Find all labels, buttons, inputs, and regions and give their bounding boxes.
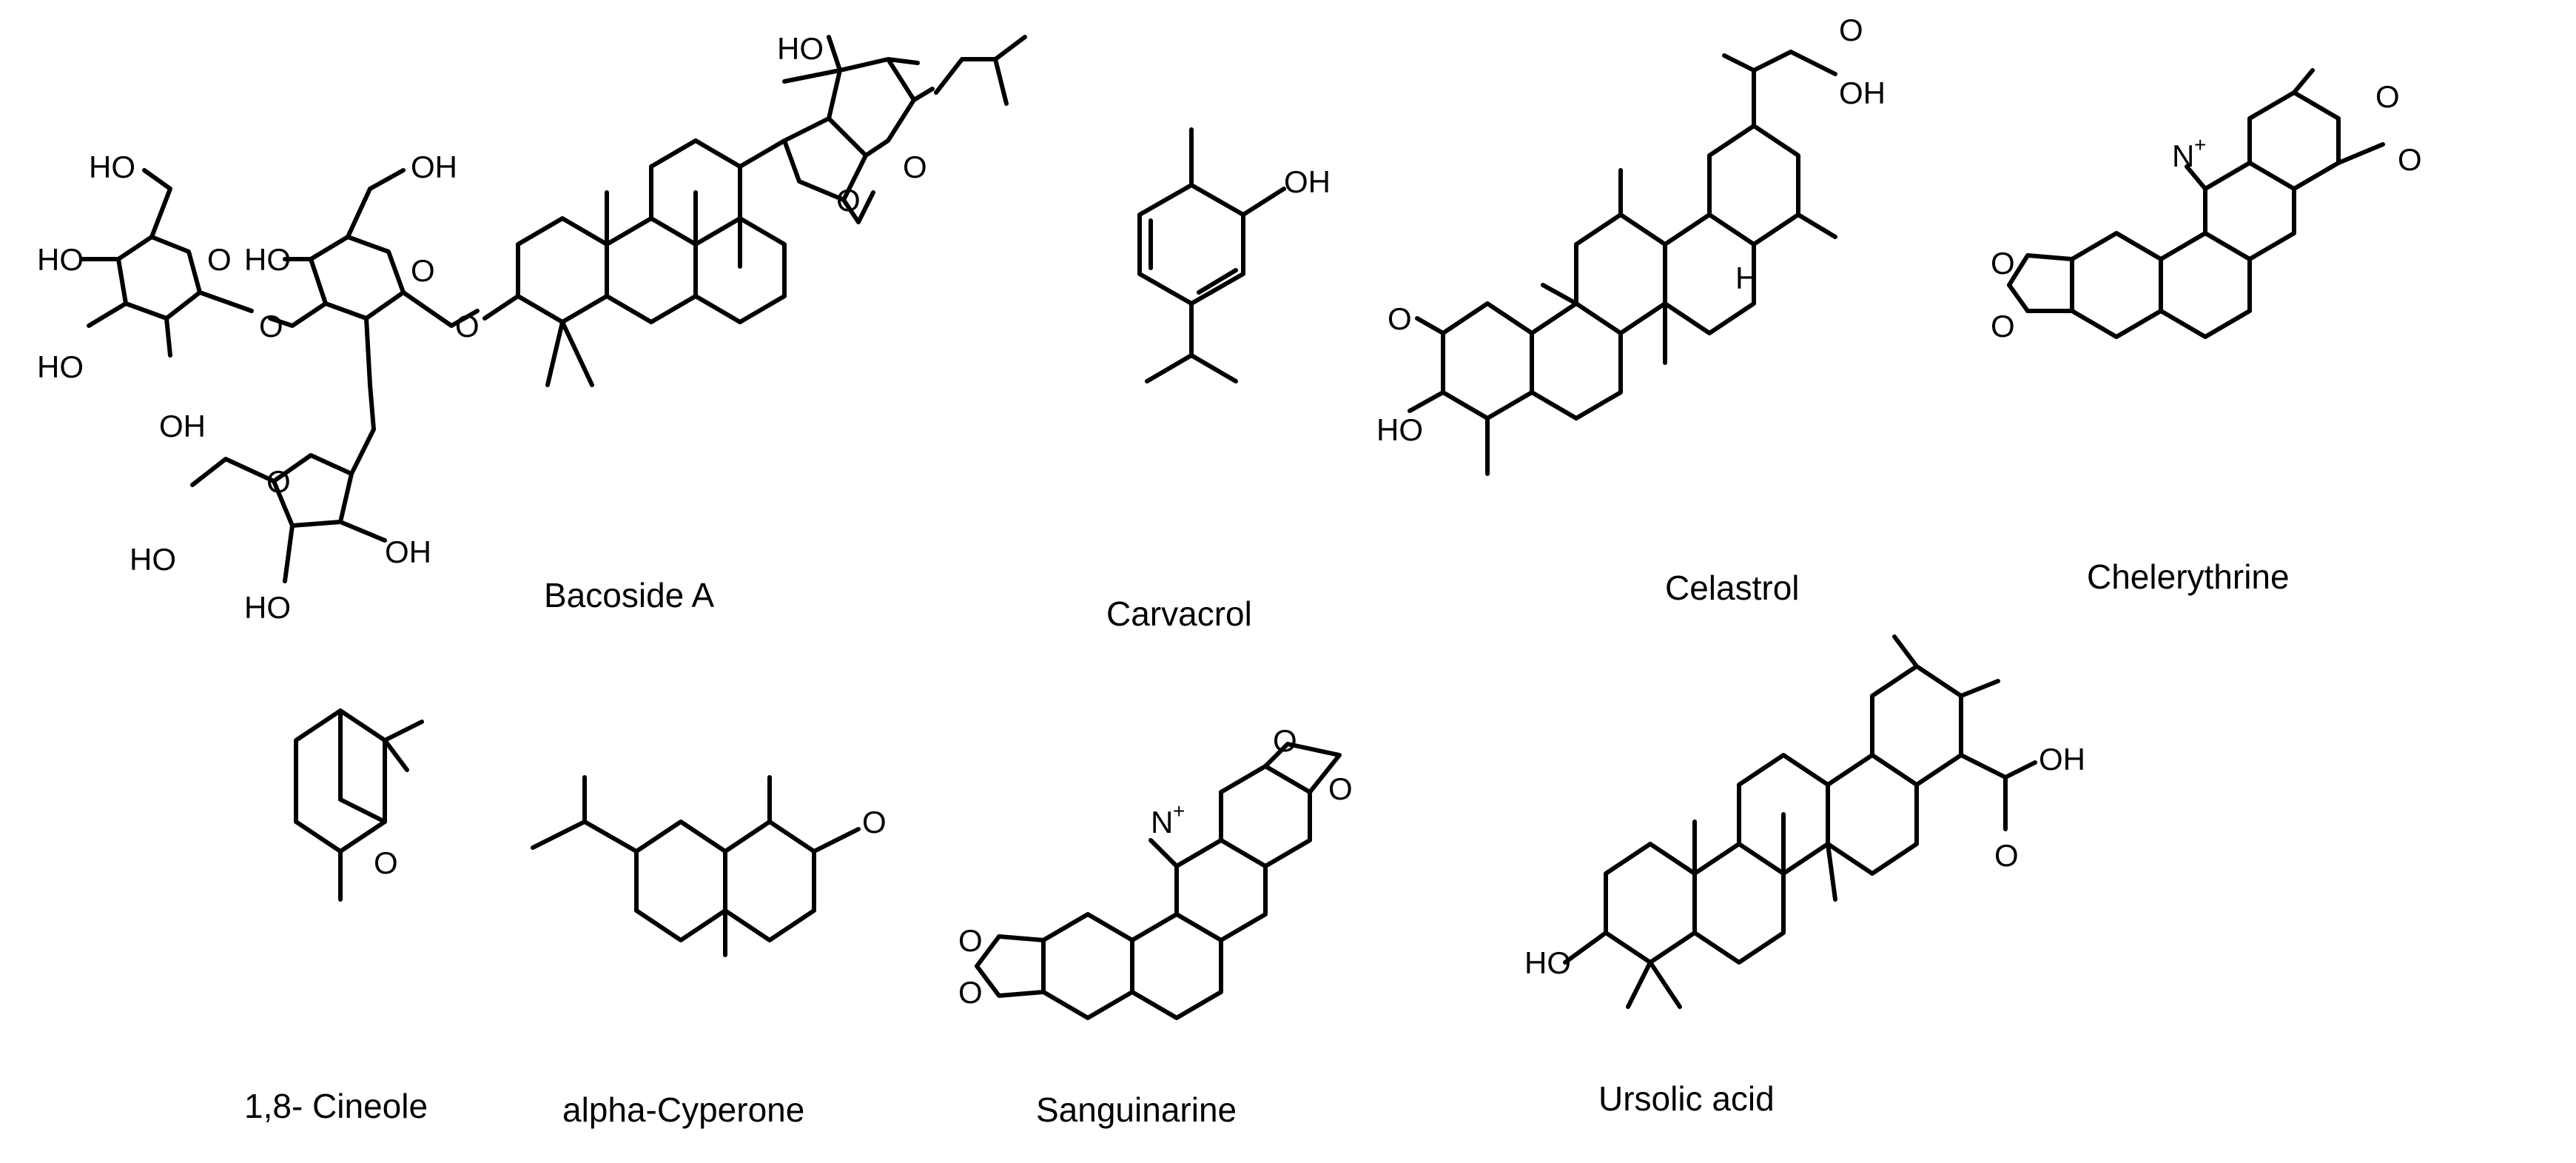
atom-label-hydroxyl: HO <box>37 349 84 384</box>
atom-label-hydroxyl: HO <box>777 31 824 66</box>
atom-label-hydroxyl: HO <box>130 542 176 577</box>
structure-ursolic-acid: HO OH O Ursolic acid <box>1524 634 2085 1118</box>
atom-label-oxygen: O <box>1839 13 1863 47</box>
atom-label-hydroxyl: HO <box>244 590 291 625</box>
atom-label-hydroxyl: HO <box>1376 412 1423 447</box>
atom-label-oxygen: O <box>455 309 480 343</box>
atom-label-hydroxyl: OH <box>1284 164 1331 199</box>
compound-name-celastrol: Celastrol <box>1665 569 1800 607</box>
atom-label-charge: + <box>1173 800 1185 822</box>
atom-label-oxygen: O <box>1991 246 2015 281</box>
atom-label-oxygen: O <box>958 923 983 958</box>
structure-cineole: O 1,8- Cineole <box>244 708 428 1125</box>
structure-alpha-cyperone: O alpha-Cyperone <box>531 775 887 1129</box>
atom-label-oxygen: O <box>1388 301 1412 336</box>
atom-label-hydroxyl: OH <box>2039 742 2085 777</box>
structure-chelerythrine: N + O O O O Chelerythrine <box>1991 68 2422 596</box>
atom-label-oxygen: O <box>2375 79 2400 114</box>
atom-label-oxygen: O <box>1273 723 1297 758</box>
atom-label-oxygen: O <box>2398 142 2422 177</box>
atom-label-hydroxyl: HO <box>1524 945 1571 980</box>
structure-carvacrol: OH Carvacrol <box>1106 127 1331 633</box>
atom-label-oxygen: O <box>862 805 887 839</box>
atom-label-nitrogen: N <box>1151 805 1173 839</box>
atom-label-hydroxyl: OH <box>1839 76 1886 110</box>
atom-label-oxygen: O <box>958 975 983 1010</box>
atom-label-hydroxyl: OH <box>385 534 431 569</box>
atom-label-oxygen: O <box>1328 771 1353 806</box>
atom-label-oxygen: O <box>1994 838 2019 873</box>
compound-name-chelerythrine: Chelerythrine <box>2087 557 2290 596</box>
compound-name-alpha-cyperone: alpha-Cyperone <box>562 1090 804 1129</box>
atom-label-oxygen: O <box>411 253 435 288</box>
compound-name-carvacrol: Carvacrol <box>1106 594 1252 633</box>
structure-bacoside-a: HO O O O O O O O HO HO HO OH OH HO HO HO… <box>37 31 1027 625</box>
atom-label-oxygen: O <box>836 183 861 218</box>
atom-label-oxygen: O <box>266 464 291 499</box>
atom-label-hydroxyl: OH <box>411 150 457 184</box>
structure-sanguinarine: N + O O O O Sanguinarine <box>958 723 1353 1129</box>
compound-name-sanguinarine: Sanguinarine <box>1036 1090 1237 1129</box>
compound-name-cineole: 1,8- Cineole <box>244 1087 428 1125</box>
atom-label-charge: + <box>2194 133 2206 156</box>
atom-label-hydroxyl: HO <box>89 150 135 184</box>
atom-label-hydroxyl: HO <box>244 242 291 277</box>
atom-label-oxygen: O <box>259 309 283 343</box>
atom-label-hydroxyl: HO <box>37 242 84 277</box>
atom-label-nitrogen: N <box>2172 138 2194 173</box>
atom-label-oxygen: O <box>207 242 232 277</box>
structure-celastrol: O HO O OH H Celastrol <box>1376 13 1886 607</box>
atom-label-hydrogen: H <box>1735 261 1758 295</box>
compound-name-bacoside-a: Bacoside A <box>544 576 714 614</box>
atom-label-oxygen: O <box>374 845 398 880</box>
compound-name-ursolic-acid: Ursolic acid <box>1598 1079 1775 1118</box>
atom-label-oxygen: O <box>903 150 927 184</box>
atom-label-hydroxyl: OH <box>159 409 206 443</box>
atom-label-oxygen: O <box>1991 309 2015 343</box>
